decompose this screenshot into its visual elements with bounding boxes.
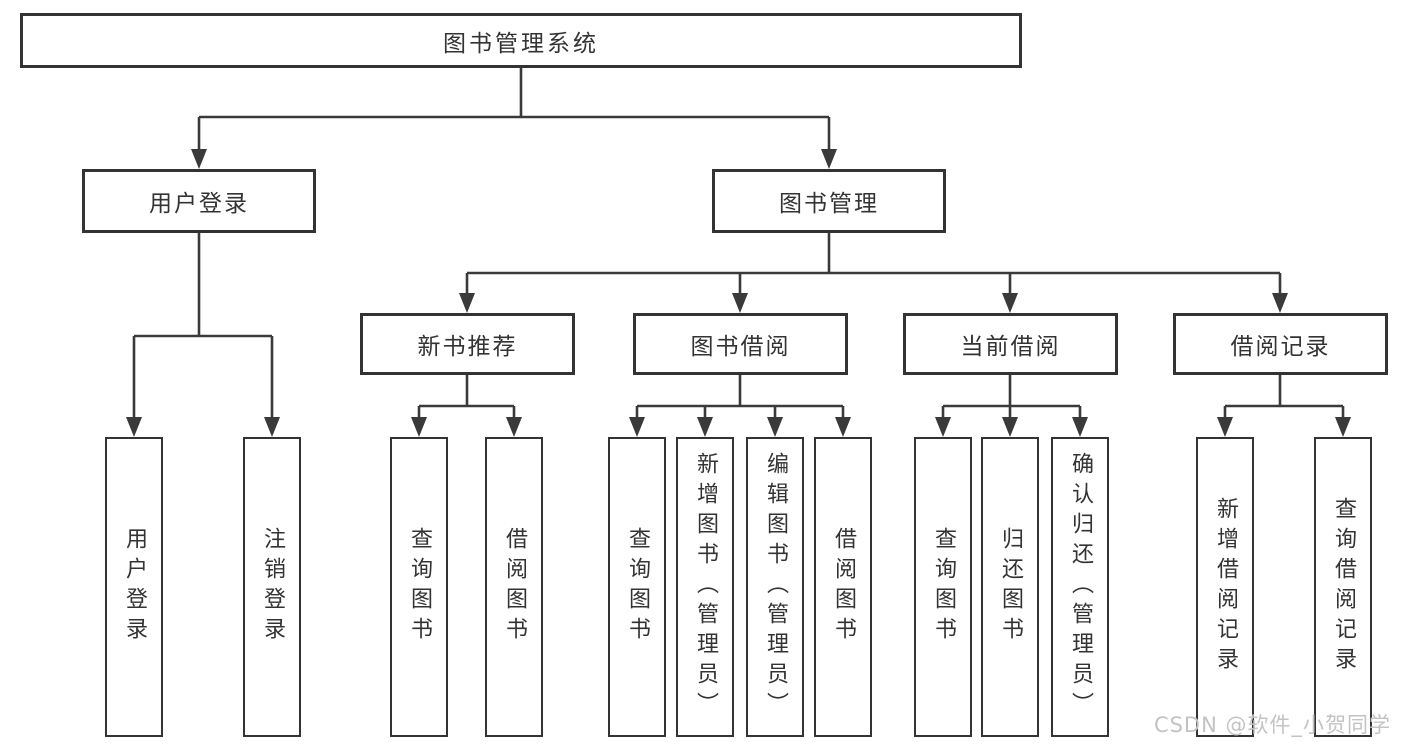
arrowhead-icon (732, 293, 748, 313)
node-user-login: 用户登录 (82, 169, 316, 233)
connector-current-borrow-branch (935, 375, 1088, 437)
node-new-book-recommend: 新书推荐 (360, 313, 575, 375)
arrowhead-icon (1072, 417, 1088, 437)
connector-user-login-branch (126, 233, 280, 437)
node-leaf-query-books: 查询图书 (914, 437, 972, 737)
node-label: 当前借阅 (960, 334, 1061, 360)
arrowhead-icon (191, 149, 207, 169)
connector-root-to-level2 (191, 68, 837, 169)
arrowhead-icon (411, 417, 427, 437)
node-book-management: 图书管理 (712, 169, 946, 233)
node-label: 借阅图书 (831, 527, 856, 647)
node-leaf-query-borrow-record: 查询借阅记录 (1314, 437, 1372, 737)
node-leaf-user-login: 用户登录 (105, 437, 163, 737)
arrowhead-icon (935, 417, 951, 437)
arrowhead-icon (264, 417, 280, 437)
node-leaf-edit-books-admin: 编辑图书（管理员） (746, 437, 804, 737)
arrowhead-icon (126, 417, 142, 437)
connector-new-book-branch (411, 375, 522, 437)
node-label: 借阅图书 (502, 527, 527, 647)
node-leaf-add-borrow-record: 新增借阅记录 (1196, 437, 1254, 737)
node-label: 新书推荐 (417, 334, 518, 360)
arrowhead-icon (459, 293, 475, 313)
arrowhead-icon (1272, 293, 1288, 313)
node-label: 查询图书 (931, 527, 956, 647)
node-label: 确认归还（管理员） (1068, 452, 1093, 722)
node-label: 查询借阅记录 (1331, 497, 1356, 677)
node-leaf-logout: 注销登录 (243, 437, 301, 737)
node-leaf-query-books: 查询图书 (608, 437, 666, 737)
node-label: 注销登录 (260, 527, 285, 647)
node-label: 新增图书（管理员） (693, 452, 718, 722)
node-label: 用户登录 (149, 191, 249, 217)
node-label: 图书借阅 (690, 334, 791, 360)
node-label: 查询图书 (407, 527, 432, 647)
node-label: 新增借阅记录 (1213, 497, 1238, 677)
connector-book-borrow-branch (629, 375, 851, 437)
node-label: 借阅记录 (1230, 334, 1331, 360)
node-current-borrowing: 当前借阅 (903, 313, 1118, 375)
node-book-borrowing: 图书借阅 (633, 313, 848, 375)
node-borrowing-records: 借阅记录 (1173, 313, 1388, 375)
arrowhead-icon (506, 417, 522, 437)
arrowhead-icon (697, 417, 713, 437)
arrowhead-icon (1002, 417, 1018, 437)
node-leaf-borrow-books: 借阅图书 (485, 437, 543, 737)
node-label: 归还图书 (998, 527, 1023, 647)
node-leaf-add-books-admin: 新增图书（管理员） (676, 437, 734, 737)
arrowhead-icon (821, 149, 837, 169)
arrowhead-icon (629, 417, 645, 437)
node-leaf-borrow-books: 借阅图书 (814, 437, 872, 737)
node-leaf-query-books: 查询图书 (390, 437, 448, 737)
node-leaf-confirm-return-admin: 确认归还（管理员） (1051, 437, 1109, 737)
node-label: 图书管理 (779, 191, 879, 217)
node-label: 查询图书 (625, 527, 650, 647)
node-label: 用户登录 (122, 527, 147, 647)
node-library-system: 图书管理系统 (20, 13, 1022, 68)
arrowhead-icon (1002, 293, 1018, 313)
connector-borrow-record-branch (1217, 375, 1351, 437)
connector-book-mgmt-branch (459, 233, 1288, 313)
node-label: 编辑图书（管理员） (763, 452, 788, 722)
arrowhead-icon (1217, 417, 1233, 437)
arrowhead-icon (835, 417, 851, 437)
arrowhead-icon (1335, 417, 1351, 437)
node-leaf-return-books: 归还图书 (981, 437, 1039, 737)
arrowhead-icon (767, 417, 783, 437)
csdn-watermark: CSDN @软件_小贺同学 (1153, 713, 1391, 737)
node-label: 图书管理系统 (443, 30, 599, 57)
